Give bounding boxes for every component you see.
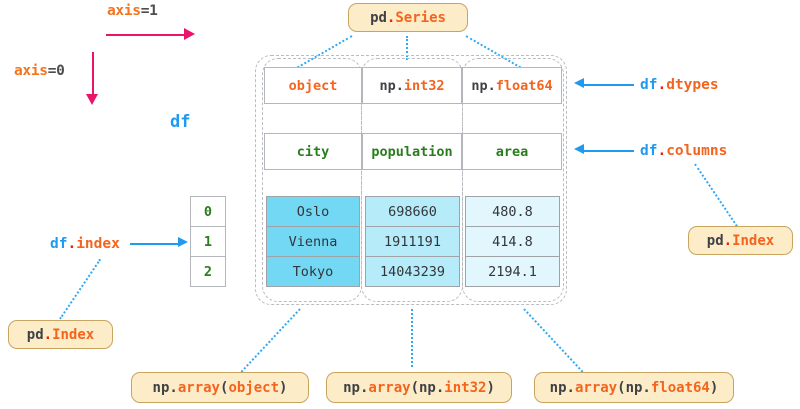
pd-index-right-dot: . — [723, 232, 733, 249]
axis-0-arrow — [86, 52, 100, 108]
connector-index-to-pd-index-left — [59, 258, 102, 320]
dtype-cell-area: np.float64 — [462, 67, 562, 104]
callout-np-array-object: np.array(object) — [131, 372, 309, 403]
dtypes-name: dtypes — [666, 77, 719, 93]
pd-series-dot: . — [386, 9, 396, 26]
data-cell-population-1: 1911191 — [365, 226, 460, 257]
array-int32-module: np — [343, 379, 360, 396]
pd-series-namespace: pd — [370, 9, 387, 26]
index-cell-1: 1 — [190, 226, 226, 257]
attribute-df-columns: df.columns — [640, 143, 727, 159]
data-cell-city-0: Oslo — [266, 196, 360, 227]
array-float64-module: np — [549, 379, 567, 396]
series-dashed-outline-area — [462, 58, 564, 302]
axis-1-key: axis — [107, 3, 141, 19]
dtypes-arrow — [574, 78, 634, 92]
pd-index-right-namespace: pd — [706, 232, 724, 249]
dtype-name-area: float64 — [495, 77, 553, 94]
array-float64-open-paren: ( — [617, 379, 626, 396]
dtype-prefix-area: np. — [471, 77, 496, 94]
columns-name: columns — [666, 143, 728, 159]
columns-object: df — [640, 143, 658, 159]
connector-columns-to-pd-index-right — [694, 163, 738, 227]
callout-pd-series: pd.Series — [348, 3, 468, 32]
array-object-dot: . — [169, 379, 178, 396]
data-cell-city-2: Tokyo — [266, 256, 360, 287]
array-object-module: np — [152, 379, 170, 396]
axis-0-value: =0 — [47, 63, 65, 79]
index-arrow — [130, 237, 190, 251]
array-object-arg: object — [228, 379, 280, 396]
columns-dot: . — [657, 143, 667, 159]
array-object-fn: array — [177, 379, 220, 396]
dtype-name-city: object — [288, 77, 338, 94]
axis-1-value: =1 — [140, 3, 158, 19]
dtype-cell-city: object — [264, 67, 362, 104]
callout-np-array-float64: np.array(np.float64) — [534, 372, 734, 403]
pd-index-right-class: Index — [732, 232, 775, 249]
attribute-df-index: df.index — [50, 236, 120, 252]
pd-index-left-namespace: pd — [26, 326, 44, 343]
array-float64-fn: array — [574, 379, 618, 396]
pd-index-left-class: Index — [52, 326, 95, 343]
data-cell-area-0: 480.8 — [465, 196, 560, 227]
pd-index-left-dot: . — [43, 326, 53, 343]
axis-1-label: axis=1 — [107, 3, 158, 19]
attribute-df-dtypes: df.dtypes — [640, 77, 719, 93]
array-float64-dot: . — [566, 379, 575, 396]
array-float64-arg: np.float64 — [625, 379, 710, 396]
array-object-close-paren: ) — [279, 379, 288, 396]
axis-0-label: axis=0 — [14, 63, 65, 79]
dtype-cell-population: np.int32 — [362, 67, 462, 104]
data-cell-area-2: 2194.1 — [465, 256, 560, 287]
data-cell-population-2: 14043239 — [365, 256, 460, 287]
index-object: df — [50, 236, 68, 252]
connector-col2-to-array-int32 — [411, 309, 413, 367]
index-name: index — [76, 236, 120, 252]
index-cell-0: 0 — [190, 196, 226, 227]
array-object-open-paren: ( — [220, 379, 229, 396]
axis-1-arrow — [106, 28, 196, 42]
array-int32-close-paren: ) — [486, 379, 495, 396]
array-int32-open-paren: ( — [410, 379, 419, 396]
connector-col1-to-array-object — [240, 308, 301, 373]
df-dashed-outline — [255, 55, 567, 305]
df-caption: df — [170, 112, 191, 132]
array-int32-arg: np.int32 — [419, 379, 487, 396]
array-int32-fn: array — [368, 379, 411, 396]
column-header-area: area — [462, 133, 562, 170]
connector-col3-to-array-float64 — [523, 308, 584, 373]
columns-arrow — [574, 144, 634, 158]
callout-pd-index-right: pd.Index — [688, 226, 793, 255]
data-cell-city-1: Vienna — [266, 226, 360, 257]
index-cell-2: 2 — [190, 256, 226, 287]
dtypes-object: df — [640, 77, 658, 93]
pd-series-class: Series — [395, 9, 446, 26]
index-dot: . — [67, 236, 77, 252]
column-header-population: population — [362, 133, 462, 170]
callout-pd-index-left: pd.Index — [8, 320, 113, 349]
callout-np-array-int32: np.array(np.int32) — [326, 372, 512, 403]
dtype-prefix-population: np. — [379, 77, 404, 94]
array-float64-close-paren: ) — [709, 379, 719, 396]
dtypes-dot: . — [657, 77, 667, 93]
column-header-city: city — [264, 133, 362, 170]
axis-0-key: axis — [14, 63, 48, 79]
array-int32-dot: . — [359, 379, 369, 396]
data-cell-area-1: 414.8 — [465, 226, 560, 257]
dtype-name-population: int32 — [403, 77, 445, 94]
data-cell-population-0: 698660 — [365, 196, 460, 227]
